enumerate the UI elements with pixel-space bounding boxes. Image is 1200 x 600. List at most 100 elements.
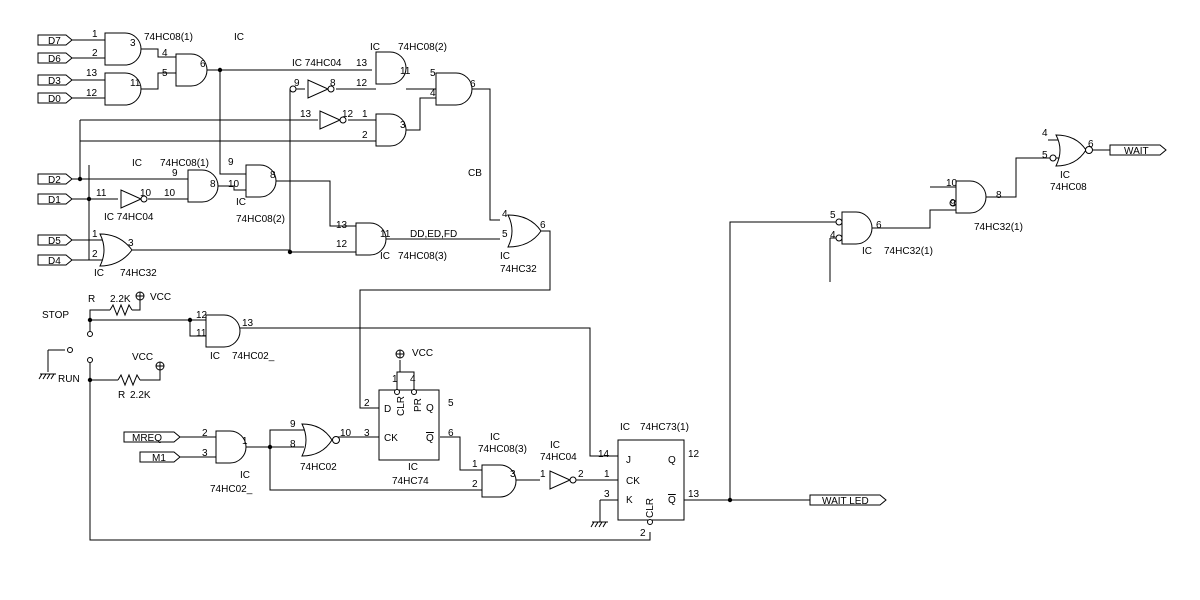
svg-text:9: 9 (290, 419, 296, 430)
svg-text:WAIT: WAIT (1124, 146, 1149, 157)
svg-text:74HC08(3): 74HC08(3) (398, 251, 447, 262)
svg-text:IC: IC (620, 422, 630, 433)
svg-text:11: 11 (380, 229, 391, 240)
and-gate-ff (481, 464, 517, 498)
svg-text:10: 10 (228, 179, 240, 190)
svg-text:1: 1 (92, 229, 98, 240)
and-gate-d2-d1 (187, 169, 219, 203)
svg-text:D6: D6 (48, 54, 61, 65)
svg-text:3: 3 (364, 428, 370, 439)
svg-text:DD,ED,FD: DD,ED,FD (410, 229, 457, 240)
svg-text:D7: D7 (48, 36, 61, 47)
svg-text:9: 9 (172, 168, 178, 179)
pin-numbers: 1 2 3 4 5 6 13 12 11 9 8 13 12 11 5 4 6 … (86, 29, 1094, 539)
svg-text:74HC32: 74HC32 (120, 268, 157, 279)
svg-text:2: 2 (362, 130, 368, 141)
svg-text:1: 1 (472, 459, 478, 470)
svg-text:IC: IC (862, 246, 872, 257)
resistor-run (117, 373, 141, 387)
svg-text:5: 5 (448, 398, 454, 409)
svg-text:12: 12 (336, 239, 348, 250)
svg-text:VCC: VCC (132, 352, 153, 363)
and-gate-top-1 (375, 51, 407, 85)
svg-text:5: 5 (430, 68, 436, 79)
svg-text:1: 1 (604, 469, 610, 480)
svg-text:D: D (384, 404, 391, 415)
or-gate-d5-d4 (99, 233, 133, 267)
svg-text:PR: PR (413, 398, 424, 412)
passives (38, 291, 608, 528)
svg-text:74HC73(1): 74HC73(1) (640, 422, 689, 433)
resistor-stop (109, 303, 133, 317)
svg-text:12: 12 (196, 310, 208, 321)
svg-text:5: 5 (830, 210, 836, 221)
svg-text:IC: IC (500, 251, 510, 262)
signal-tag-d3: D3 (37, 74, 73, 87)
ground-symbol-jk (590, 521, 608, 528)
svg-text:VCC: VCC (150, 292, 171, 303)
vcc-symbol-2 (155, 361, 165, 371)
svg-text:11: 11 (196, 328, 207, 339)
svg-text:74HC32(1): 74HC32(1) (884, 246, 933, 257)
svg-text:M1: M1 (152, 453, 166, 464)
svg-text:2: 2 (578, 469, 584, 480)
svg-text:74HC08(3): 74HC08(3) (478, 444, 527, 455)
and-gate-top-3 (435, 72, 473, 106)
signal-tag-wait: WAIT (1109, 144, 1167, 157)
svg-text:74HC04: 74HC04 (540, 452, 577, 463)
or-input-bubble (1049, 154, 1057, 162)
or-gate-nor (301, 423, 333, 457)
svg-text:74HC02_: 74HC02_ (210, 484, 253, 495)
inverter-13-12 (319, 110, 342, 130)
svg-text:2: 2 (92, 249, 98, 260)
svg-text:3: 3 (128, 238, 134, 249)
svg-text:12: 12 (688, 449, 700, 460)
and-input-bubble-a (835, 218, 843, 226)
signal-tag-d6: D6 (37, 52, 73, 65)
svg-text:3: 3 (400, 120, 406, 131)
signal-tag-d1: D1 (37, 193, 73, 206)
and-gate-top-2 (375, 113, 407, 147)
or-gate-wait (1055, 134, 1087, 167)
svg-text:CLR: CLR (645, 498, 656, 518)
svg-text:1: 1 (242, 436, 248, 447)
svg-text:3: 3 (202, 448, 208, 459)
svg-text:IC: IC (370, 42, 380, 53)
svg-text:IC: IC (236, 197, 246, 208)
svg-text:9: 9 (228, 157, 234, 168)
switch-contact-stop (87, 331, 93, 337)
signal-tag-d7: D7 (37, 34, 73, 47)
svg-text:3: 3 (130, 38, 136, 49)
svg-text:CK: CK (626, 476, 640, 487)
svg-text:IC 74HC04: IC 74HC04 (292, 58, 342, 69)
svg-text:5: 5 (162, 68, 168, 79)
component-labels: 74HC08(1) IC IC 74HC04 IC 74HC08(2) IC 7… (42, 32, 1087, 495)
signal-tag-wait-led: WAIT LED (809, 494, 887, 507)
svg-text:74HC74: 74HC74 (392, 476, 429, 487)
svg-text:13: 13 (356, 58, 368, 69)
svg-text:6: 6 (470, 79, 476, 90)
svg-text:D1: D1 (48, 195, 61, 206)
and-gate-wait-a (841, 211, 873, 245)
svg-text:R: R (88, 294, 95, 305)
svg-text:10: 10 (946, 178, 958, 189)
svg-text:D2: D2 (48, 175, 61, 186)
svg-text:D0: D0 (48, 94, 61, 105)
or-gate-cb (507, 214, 542, 248)
svg-text:12: 12 (356, 78, 368, 89)
svg-text:10: 10 (164, 188, 176, 199)
svg-text:IC: IC (550, 440, 560, 451)
and-input-bubble-c (949, 199, 957, 207)
signal-tag-d2: D2 (37, 173, 73, 186)
svg-text:IC: IC (94, 268, 104, 279)
svg-text:STOP: STOP (42, 310, 69, 321)
gates (99, 32, 1093, 498)
svg-text:9: 9 (294, 78, 300, 89)
and-input-bubble-b (835, 234, 843, 242)
svg-text:74HC08(2): 74HC08(2) (398, 42, 447, 53)
svg-text:10: 10 (140, 188, 152, 199)
svg-text:CLR: CLR (396, 396, 407, 416)
svg-text:MREQ: MREQ (132, 433, 162, 444)
svg-text:4: 4 (830, 230, 836, 241)
